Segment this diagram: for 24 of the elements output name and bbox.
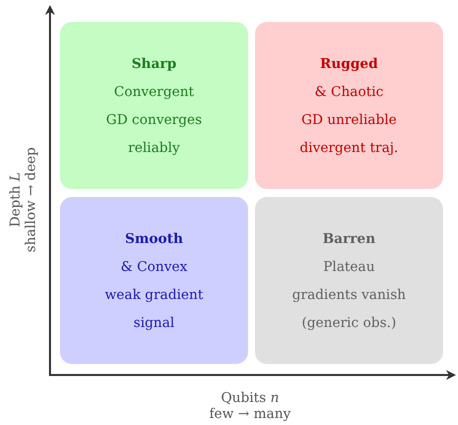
quadrant-text: reliably <box>128 138 180 158</box>
quadrant-box <box>255 22 443 189</box>
quadrant-text: & Convex <box>120 258 188 276</box>
quadrant-title: Barren <box>322 230 376 248</box>
axis-label: Qubits n <box>220 390 280 406</box>
quadrant-box <box>60 22 248 189</box>
quadrant-title: Smooth <box>124 230 184 248</box>
quadrant-text: (generic obs.) <box>302 314 396 332</box>
quadrant-text: signal <box>134 314 174 332</box>
quadrant-text: Plateau <box>323 258 375 276</box>
quadrant-box <box>255 197 443 364</box>
axis-label: Depth L <box>9 172 23 228</box>
quadrant-text: divergent traj. <box>300 138 398 158</box>
axis-range: few → many <box>209 406 291 422</box>
quadrant-box <box>60 197 248 364</box>
quadrant-text: weak gradient <box>104 286 204 304</box>
quadrant-text: gradients vanish <box>292 286 406 304</box>
quadrant-text: & Chaotic <box>314 82 384 102</box>
axis-range: shallow → deep <box>25 147 39 253</box>
quadrant-title: Rugged <box>320 54 378 74</box>
quadrant-text: Convergent <box>114 82 194 102</box>
quadrant-text: GD converges <box>106 110 202 130</box>
quadrant-title: Sharp <box>132 54 176 74</box>
quadrant-text: GD unreliable <box>301 110 397 130</box>
